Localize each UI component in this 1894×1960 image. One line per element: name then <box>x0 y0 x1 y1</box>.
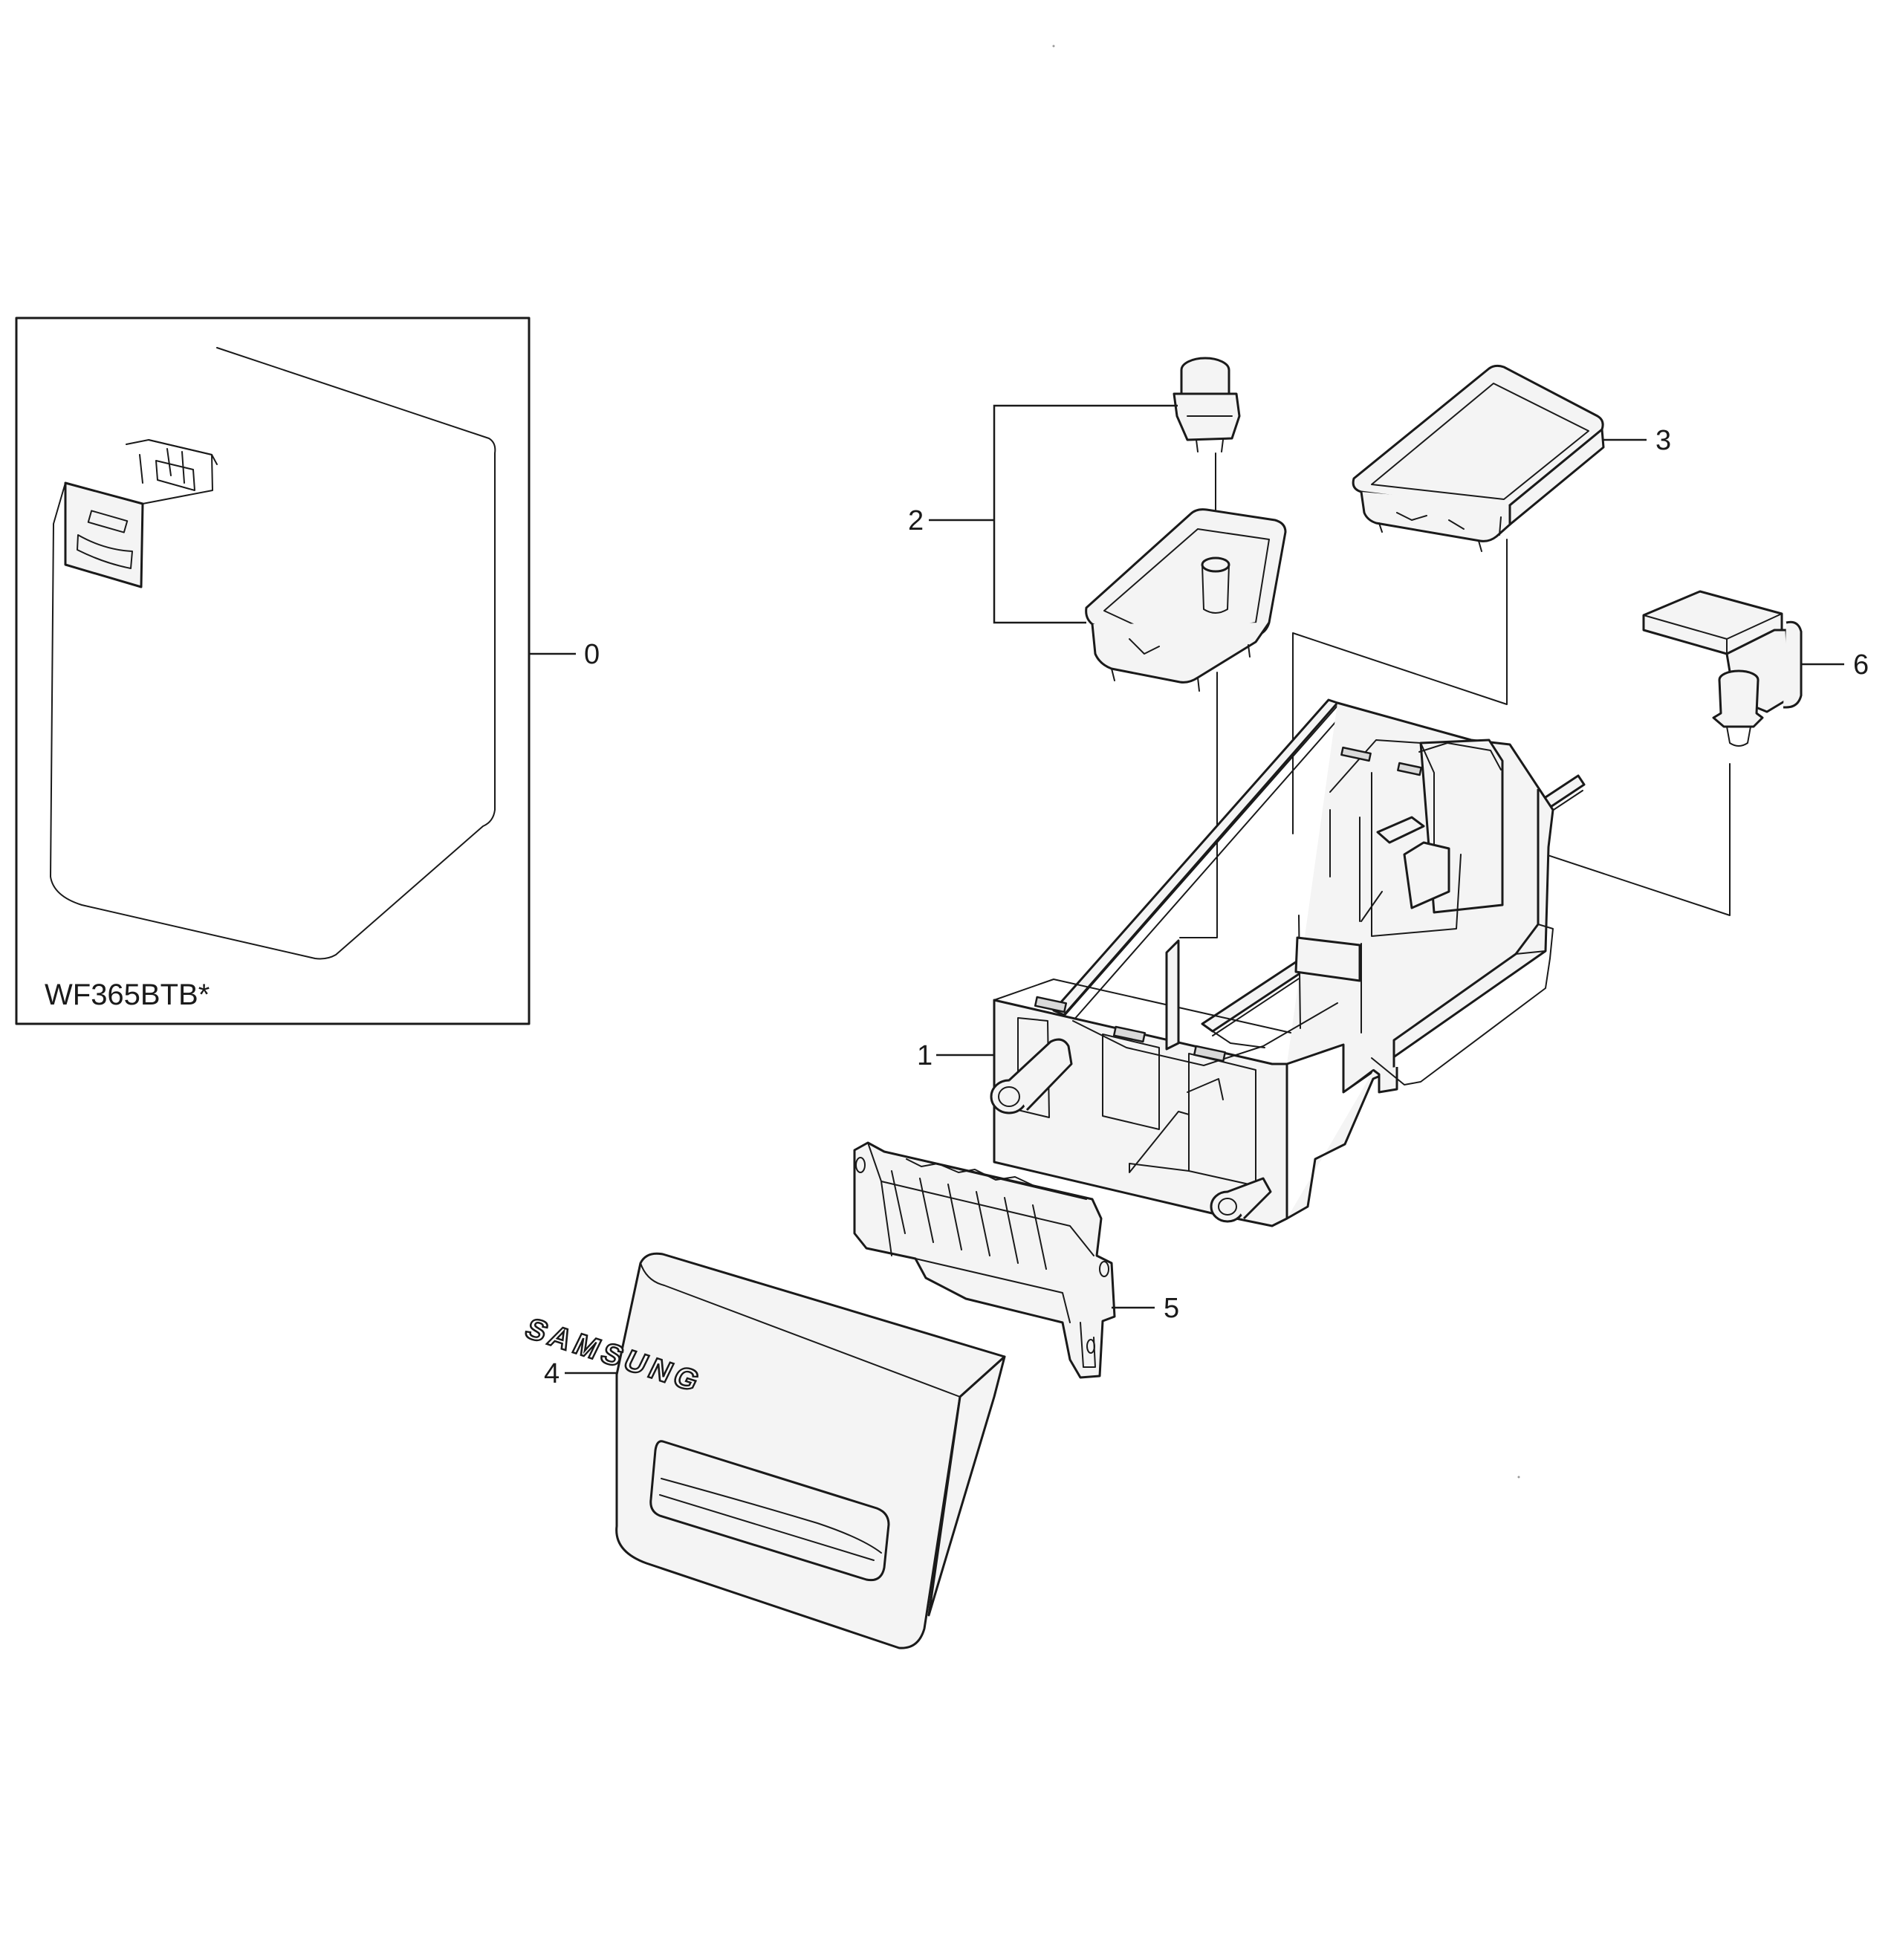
overview-dispenser <box>64 439 218 588</box>
assembly-line-2b <box>1179 672 1218 938</box>
part-1-dispenser-housing <box>990 698 1586 1227</box>
part-5-drawer-frame <box>853 1141 1116 1379</box>
overview-panel: WF365BTB* <box>15 317 531 1025</box>
part-4-drawer-panel: SAMSUNG <box>519 1252 1006 1649</box>
overview-frame <box>15 317 531 1025</box>
scan-dot <box>1052 45 1055 48</box>
callout-1: 1 <box>917 1040 933 1071</box>
callout-3: 3 <box>1655 425 1671 456</box>
part-6-bleach-guide <box>1642 590 1803 747</box>
assembly-line-3 <box>1292 539 1508 834</box>
callout-2: 2 <box>908 505 924 536</box>
part-2-softener-cup <box>1085 357 1287 692</box>
callout-4: 4 <box>544 1358 560 1389</box>
callout-6: 6 <box>1853 649 1869 681</box>
callout-0: 0 <box>584 639 600 670</box>
part-3-detergent-tray <box>1352 364 1605 552</box>
washer-cabinet <box>50 347 496 960</box>
scan-dot <box>1517 1476 1520 1479</box>
model-number-label: WF365BTB* <box>45 979 210 1011</box>
leader-2-bracket <box>993 404 1178 624</box>
callout-5: 5 <box>1164 1293 1179 1324</box>
